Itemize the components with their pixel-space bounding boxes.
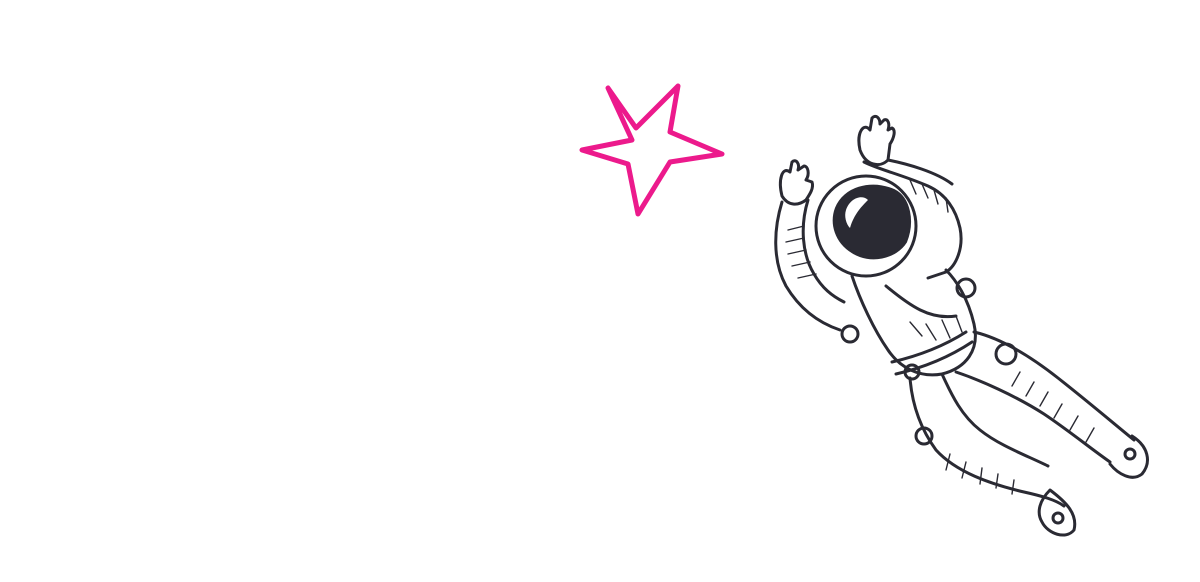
star-outline-icon — [579, 83, 725, 217]
astronaut-sketch-icon — [774, 114, 1149, 537]
